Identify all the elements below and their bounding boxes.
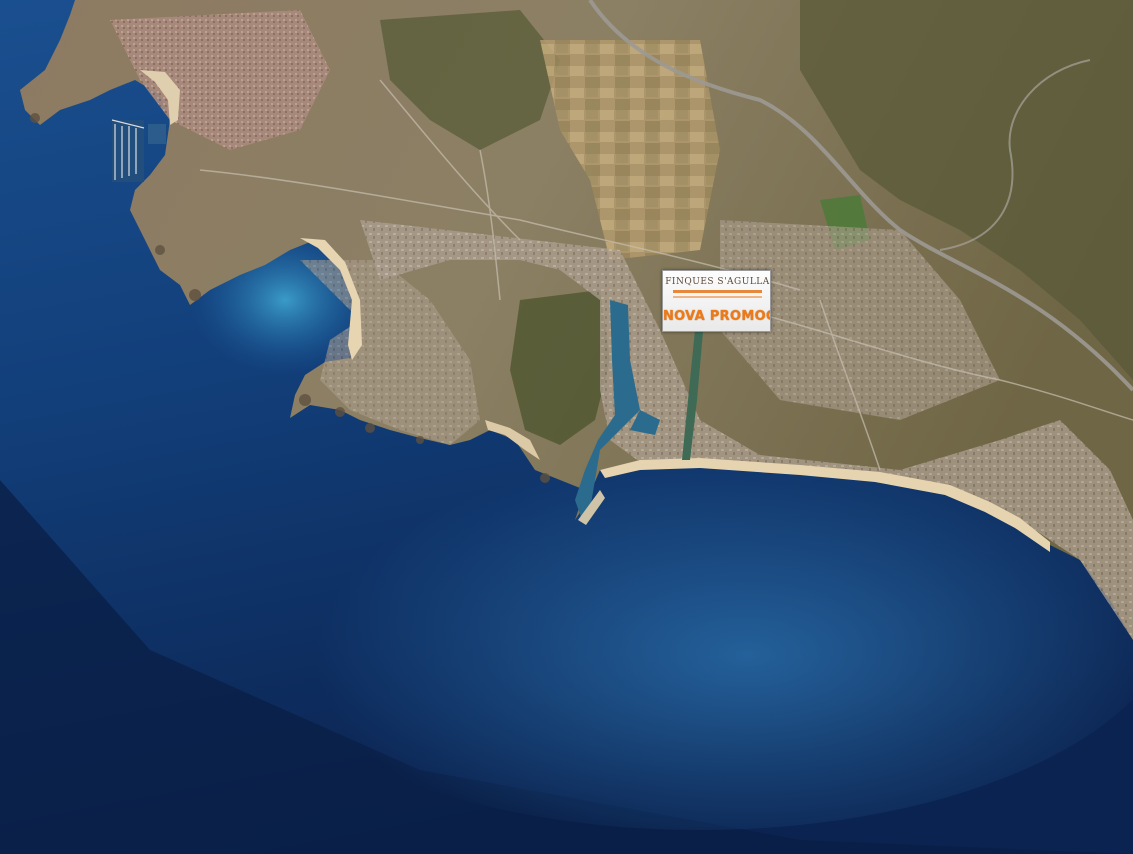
promo-accent-strip-secondary — [673, 296, 762, 298]
promo-sign[interactable]: FINQUES S'AGULLA NOVA PROMOCIÓ — [662, 270, 771, 332]
promo-brand-logo: FINQUES S'AGULLA — [665, 277, 770, 287]
promo-headline: NOVA PROMOCIÓ — [663, 309, 770, 324]
promo-accent-strip — [673, 290, 762, 293]
